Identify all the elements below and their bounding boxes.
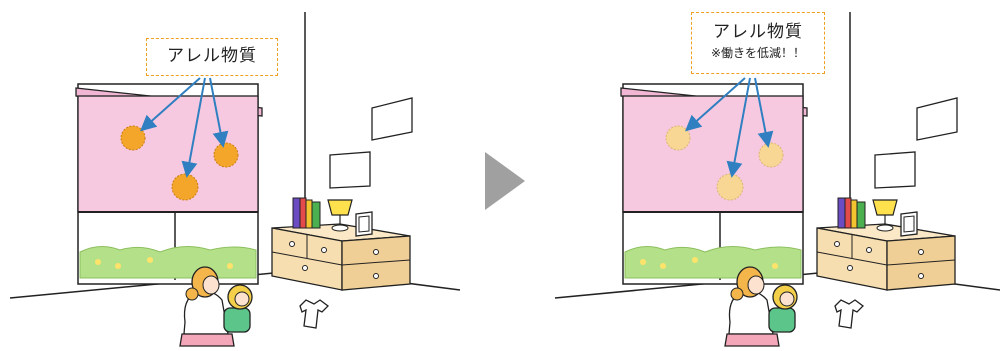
label-title: アレル物質 (147, 45, 277, 67)
transition-arrow-icon (485, 152, 525, 210)
allergen-particle-icon (759, 143, 783, 167)
allergen-label: アレル物質 (146, 38, 278, 76)
photo-frame-icon (901, 212, 917, 236)
allergen-particle-icon (214, 143, 238, 167)
label-title: アレル物質 (692, 21, 824, 43)
allergen-particle-icon (121, 126, 145, 150)
scene-after: アレル物質 ※働きを低減！！ (545, 0, 1000, 351)
shirt-icon (300, 300, 328, 328)
shirt-icon (835, 300, 863, 328)
dresser (272, 224, 410, 290)
scene-before: アレル物質 (0, 0, 470, 351)
allergen-label: アレル物質 ※働きを低減！！ (691, 12, 825, 74)
allergen-particle-icon (717, 174, 743, 200)
books-icon (293, 198, 320, 228)
grass (625, 246, 801, 278)
wall-frame-small (330, 152, 370, 188)
wall-frame-large (372, 98, 412, 140)
wall-frame-large (917, 98, 957, 140)
dresser (817, 224, 955, 290)
allergen-particle-icon (172, 174, 198, 200)
books-icon (838, 198, 865, 228)
photo-frame-icon (356, 212, 372, 236)
wall-frame-small (875, 152, 915, 188)
label-subtitle: ※働きを低減！！ (692, 45, 824, 61)
grass (80, 246, 256, 278)
allergen-particle-icon (666, 126, 690, 150)
